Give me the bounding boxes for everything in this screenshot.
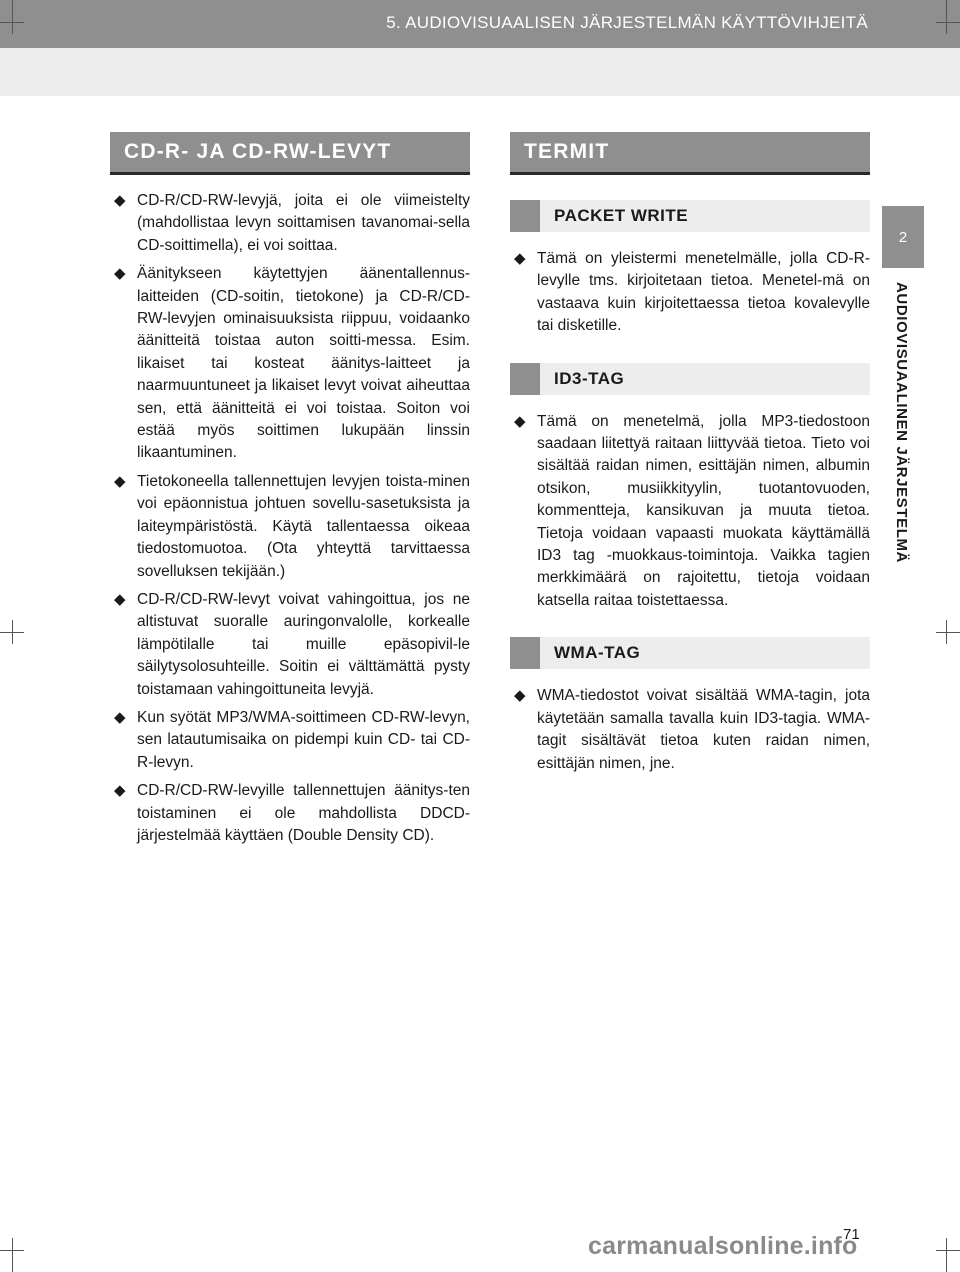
bullet-item: ◆ Tämä on menetelmä, jolla MP3-tiedostoon… — [510, 411, 870, 613]
bullet-list: ◆ WMA-tiedostot voivat sisältää WMA-tagin… — [510, 685, 870, 775]
crop-mark — [946, 0, 947, 34]
chapter-tab-number: 2 — [882, 206, 924, 268]
bullet-item: ◆ CD-R/CD-RW-levyille tallennettujen ääni… — [110, 780, 470, 847]
sub-heading-label: ID3-TAG — [554, 368, 625, 388]
bullet-text: Tietokoneella tallennettujen levyjen toi… — [137, 472, 470, 580]
sub-heading: ID3-TAG — [510, 362, 870, 395]
bullet-item: ◆ Tämä on yleistermi menetelmälle, jolla … — [510, 248, 870, 338]
bullet-item: ◆ Tietokoneella tallennettujen levyjen to… — [110, 471, 470, 583]
bullet-text: CD-R/CD-RW-levyt voivat vahingoittua, jo… — [137, 590, 470, 698]
chapter-tab-label: AUDIOVISUAALINEN JÄRJESTELMÄ — [893, 282, 910, 563]
header-bar: 5. AUDIOVISUAALISEN JÄRJESTELMÄN KÄYTTÖV… — [0, 0, 960, 48]
diamond-bullet-icon: ◆ — [514, 412, 526, 430]
chapter-title: 5. AUDIOVISUAALISEN JÄRJESTELMÄN KÄYTTÖV… — [386, 13, 868, 32]
crop-mark — [946, 620, 947, 644]
crop-mark — [12, 1238, 13, 1272]
bullet-text: Kun syötät MP3/WMA-soittimeen CD-RW-levy… — [137, 708, 470, 771]
term-sections: PACKET WRITE ◆ Tämä on yleistermi menetelm… — [510, 200, 870, 775]
bullet-list: ◆ Tämä on menetelmä, jolla MP3-tiedostoon… — [510, 411, 870, 613]
bullet-list: ◆ CD-R/CD-RW-levyjä, joita ei ole viimeis… — [110, 190, 470, 847]
bullet-text: WMA-tiedostot voivat sisältää WMA-tagin,… — [537, 687, 870, 772]
term-section: PACKET WRITE ◆ Tämä on yleistermi menetelm… — [510, 200, 870, 338]
term-section: ID3-TAG ◆ Tämä on menetelmä, jolla MP3-tie… — [510, 362, 870, 613]
left-column: CD-R- JA CD-RW-LEVYT ◆ CD-R/CD-RW-levyjä,… — [110, 132, 470, 853]
bullet-text: CD-R/CD-RW-levyjä, joita ei ole viimeist… — [137, 192, 470, 254]
sub-heading-label: PACKET WRITE — [554, 206, 689, 225]
term-section: WMA-TAG ◆ WMA-tiedostot voivat sisältää WM… — [510, 637, 870, 775]
bullet-text: Tämä on yleistermi menetelmälle, jolla C… — [537, 250, 870, 335]
bullet-item: ◆ WMA-tiedostot voivat sisältää WMA-tagin… — [510, 685, 870, 775]
crop-mark — [12, 0, 13, 34]
bullet-item: ◆ CD-R/CD-RW-levyjä, joita ei ole viimeis… — [110, 190, 470, 257]
sub-heading: WMA-TAG — [510, 637, 870, 670]
watermark: carmanualsonline.info — [588, 1232, 858, 1260]
crop-mark — [12, 620, 13, 644]
crop-mark — [936, 22, 960, 23]
bullet-list: ◆ Tämä on yleistermi menetelmälle, jolla … — [510, 248, 870, 338]
page-number: 71 — [843, 1226, 860, 1243]
crop-mark — [946, 1238, 947, 1272]
crop-mark — [936, 632, 960, 633]
bullet-text: Tämä on menetelmä, jolla MP3-tiedostoon … — [537, 412, 870, 609]
chapter-tab — [882, 268, 924, 600]
section-heading: TERMIT — [510, 132, 870, 175]
bullet-text: CD-R/CD-RW-levyille tallennettujen äänit… — [137, 782, 470, 844]
diamond-bullet-icon: ◆ — [114, 192, 126, 209]
heading-marker-icon — [510, 362, 540, 395]
sub-heading-label: WMA-TAG — [554, 643, 641, 663]
sub-heading: PACKET WRITE — [510, 200, 870, 232]
bullet-item: ◆ Kun syötät MP3/WMA-soittimeen CD-RW-lev… — [110, 707, 470, 774]
bullet-text: Äänitykseen käytettyjen äänentallennus-l… — [137, 265, 470, 462]
right-column: TERMIT PACKET WRITE ◆ Tämä on yleistermi m… — [510, 132, 870, 781]
heading-marker-icon — [510, 637, 540, 670]
diamond-bullet-icon: ◆ — [514, 250, 526, 267]
diamond-bullet-icon: ◆ — [514, 687, 526, 705]
diamond-bullet-icon: ◆ — [114, 708, 126, 726]
crop-mark — [936, 1250, 960, 1251]
heading-marker-icon — [510, 200, 540, 232]
header-sub-band — [0, 48, 960, 96]
diamond-bullet-icon: ◆ — [114, 265, 126, 283]
bullet-item: ◆ Äänitykseen käytettyjen äänentallennus-… — [110, 263, 470, 465]
diamond-bullet-icon: ◆ — [114, 782, 126, 800]
section-heading: CD-R- JA CD-RW-LEVYT — [110, 132, 470, 175]
diamond-bullet-icon: ◆ — [114, 590, 126, 608]
bullet-item: ◆ CD-R/CD-RW-levyt voivat vahingoittua, j… — [110, 589, 470, 701]
diamond-bullet-icon: ◆ — [114, 472, 126, 490]
